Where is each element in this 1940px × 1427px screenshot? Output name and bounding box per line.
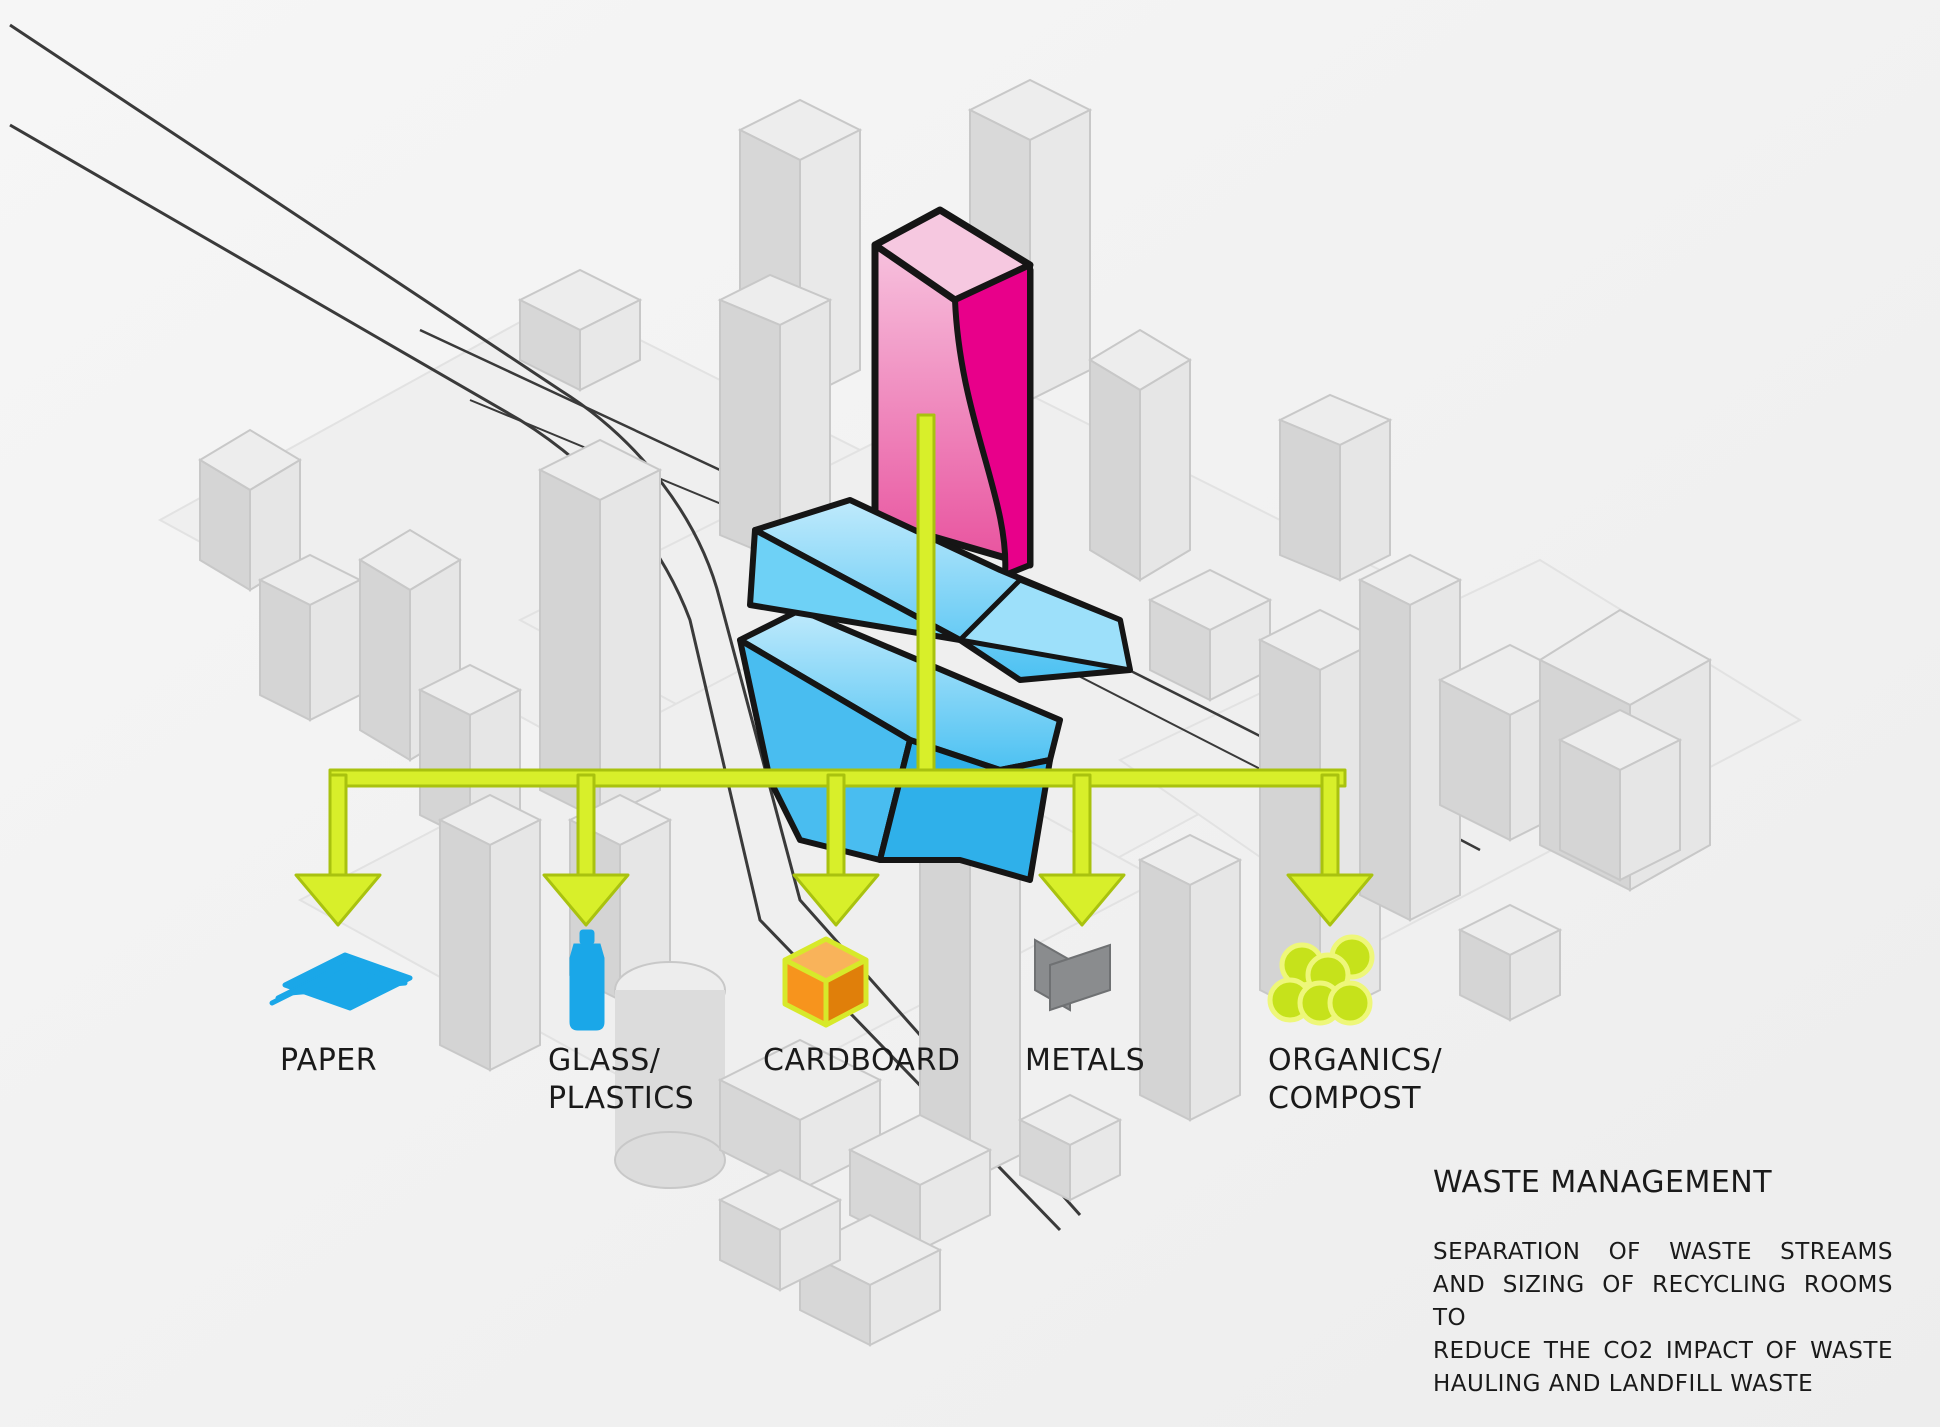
description-line: SEPARATION OF WASTE STREAMS [1433,1239,1893,1265]
bottle-icon [569,929,605,1031]
metal-sheet-icon [1034,938,1111,1012]
flow-arrowhead-2 [792,873,880,927]
flow-branch-3 [1072,773,1092,882]
panel-description: SEPARATION OF WASTE STREAMS AND SIZING O… [1433,1236,1893,1401]
stream-label-glass-plastics: GLASS/ PLASTICS [548,1043,695,1116]
flow-arrowhead-3 [1038,873,1126,927]
panel-title: WASTE MANAGEMENT [1433,1165,1773,1200]
description-line: HAULING AND LANDFILL WASTE [1433,1371,1814,1397]
cardboard-box-icon [782,936,869,1028]
stream-label-paper: PAPER [280,1043,378,1078]
central-project-building [737,206,1133,883]
description-line: AND SIZING OF RECYCLING ROOMS TO [1433,1272,1893,1331]
flow-arrowhead-0 [294,873,382,927]
organics-circles-icon [1267,934,1375,1026]
description-line: REDUCE THE CO2 IMPACT OF WASTE [1433,1338,1893,1364]
flow-branch-2 [826,773,846,882]
flow-branch-4 [1320,773,1340,882]
flow-arrowhead-4 [1286,873,1374,927]
stream-label-metals: METALS [1025,1043,1146,1078]
paper-stack-icon [269,952,413,1011]
flow-arrowhead-1 [542,873,630,927]
flow-branch-1 [576,773,596,882]
flow-branch-0 [328,773,348,882]
waste-flow-arrows[interactable] [294,413,1374,927]
stream-label-organics-compost: ORGANICS/ COMPOST [1268,1043,1443,1116]
stream-label-cardboard: CARDBOARD [763,1043,961,1078]
